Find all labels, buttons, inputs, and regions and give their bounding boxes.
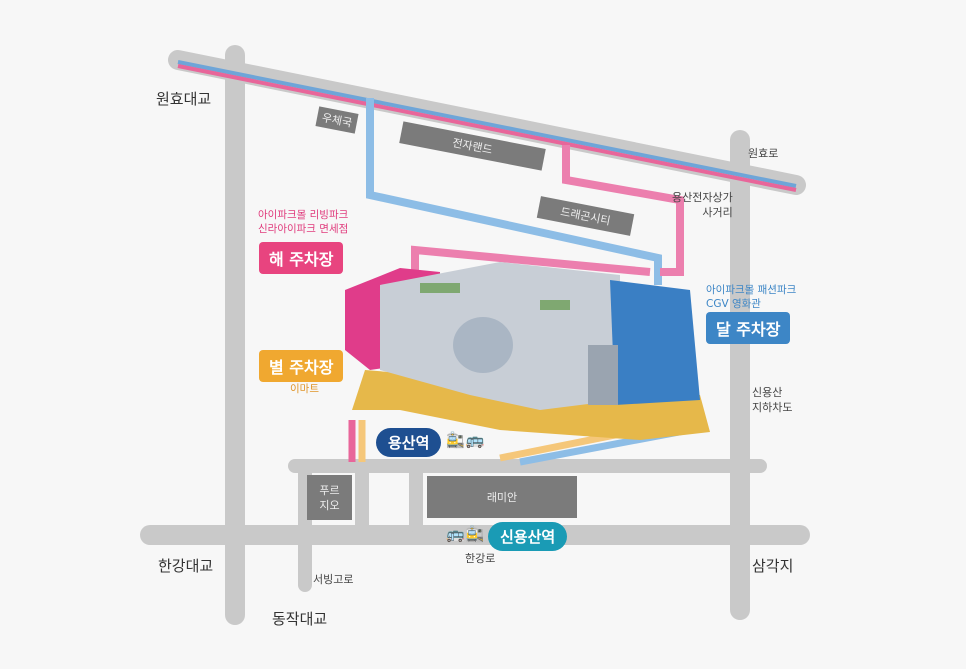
route-blue-main (177, 60, 797, 188)
route-pink-main (177, 64, 797, 192)
route-blue (366, 98, 662, 285)
caption-line: CGV 영화관 (706, 298, 761, 310)
route-pink (562, 145, 684, 276)
label-line: 사거리 (702, 206, 733, 219)
byeol-parking-caption: 이마트 (290, 383, 319, 395)
mall-building (345, 262, 710, 440)
dal-parking-button[interactable]: 달 주차장 (706, 312, 791, 344)
label-seobinggo-ro: 서빙고로 (313, 573, 354, 586)
label-line: 푸르 (319, 483, 340, 497)
label-samgakji: 삼각지 (752, 557, 794, 575)
label-line: 지오 (319, 498, 340, 512)
bus-train-icon: 🚉🚌 (446, 431, 486, 449)
dal-parking-caption: 아이파크몰 패션파크 CGV 영화관 (706, 283, 796, 311)
label-line: 지하차도 (752, 401, 793, 414)
building-raemian: 래미안 (427, 476, 577, 518)
label-line: 신용산 (752, 386, 783, 399)
yongsan-station-button[interactable]: 용산역 (376, 428, 442, 457)
label-dongjak-bridge: 동작대교 (272, 610, 328, 628)
hae-parking-button[interactable]: 해 주차장 (259, 242, 344, 274)
byeol-parking-button[interactable]: 별 주차장 (259, 350, 344, 382)
label-hangang-bridge: 한강대교 (158, 557, 214, 575)
label-line: 용산전자상가 (672, 191, 733, 204)
label-wonhyo-ro: 원효로 (748, 147, 779, 160)
caption-line: 신라아이파크 면세점 (258, 223, 349, 235)
caption-line: 아이파크몰 패션파크 (706, 284, 797, 296)
caption-line: 아이파크몰 리빙파크 (258, 209, 349, 221)
label-hangang-ro: 한강로 (465, 552, 496, 565)
sinyongsan-station-button[interactable]: 신용산역 (488, 522, 568, 551)
label-wonhyo-bridge: 원효대교 (156, 90, 212, 108)
bus-train-icon: 🚌🚉 (446, 525, 486, 543)
